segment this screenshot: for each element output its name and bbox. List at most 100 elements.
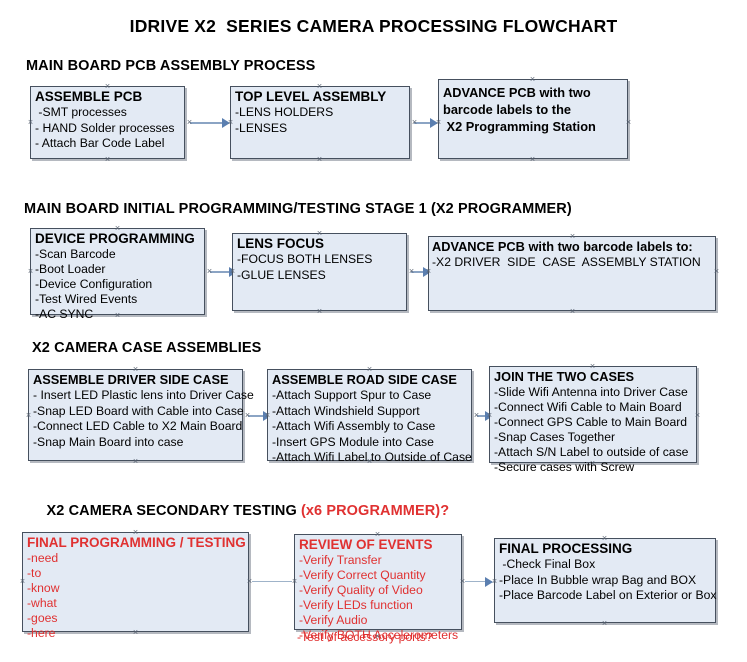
connector-line	[248, 415, 270, 417]
flow-box-assemble-pcb[interactable]: ASSEMBLE PCB -SMT processes - HAND Solde…	[30, 86, 185, 159]
flow-box-advance-pcb-driver-side-case[interactable]: ADVANCE PCB with two barcode labels to: …	[428, 236, 716, 311]
flow-box-assemble-driver-side-case[interactable]: ASSEMBLE DRIVER SIDE CASE - Insert LED P…	[28, 369, 254, 461]
connection-handle[interactable]	[27, 268, 34, 275]
connection-handle[interactable]	[316, 156, 323, 163]
flow-box-line: -Verify BOTH Accelerometers	[299, 628, 459, 642]
flow-box-line: -FOCUS BOTH LENSES	[237, 252, 373, 266]
flow-box-top-level-assembly[interactable]: TOP LEVEL ASSEMBLY -LENS HOLDERS -LENSES	[230, 86, 410, 159]
connection-handle[interactable]	[601, 620, 608, 627]
connection-handle[interactable]	[486, 412, 493, 419]
connection-handle[interactable]	[104, 83, 111, 90]
connection-handle[interactable]	[316, 230, 323, 237]
connection-handle[interactable]	[374, 531, 381, 538]
flow-box-assemble-road-side-case[interactable]: ASSEMBLE ROAD SIDE CASE -Attach Support …	[267, 369, 472, 464]
flow-box-line: - Insert LED Plastic lens into Driver Ca…	[33, 388, 254, 402]
flow-box-device-programming[interactable]: DEVICE PROGRAMMING -Scan Barcode -Boot L…	[30, 228, 205, 321]
flow-box-line: -Device Configuration	[35, 277, 153, 291]
section-heading-camera-case-assemblies: X2 CAMERA CASE ASSEMBLIES	[32, 340, 262, 356]
flow-box-line: -Boot Loader	[35, 262, 106, 276]
connection-handle[interactable]	[366, 366, 373, 373]
connection-handle[interactable]	[713, 268, 720, 275]
connection-handle[interactable]	[529, 156, 536, 163]
flow-box-title: ASSEMBLE DRIVER SIDE CASE	[33, 372, 229, 387]
flow-box-line: -Slide Wifi Antenna into Driver Case	[494, 385, 688, 399]
connection-handle[interactable]	[104, 156, 111, 163]
connection-handle[interactable]	[186, 119, 193, 126]
connector-line	[411, 271, 429, 273]
connection-handle[interactable]	[473, 412, 480, 419]
page-title: IDRIVE X2 SERIES CAMERA PROCESSING FLOWC…	[129, 16, 618, 36]
connector-line	[210, 271, 235, 273]
connection-handle[interactable]	[25, 412, 32, 419]
flow-box-line: -Attach Wifi Label to Outside of Case	[272, 450, 472, 464]
flow-box-title: ASSEMBLE PCB	[35, 89, 143, 104]
flow-box-advance-pcb-programming-station[interactable]: ADVANCE PCB with two barcode labels to t…	[438, 79, 628, 159]
connection-handle[interactable]	[291, 578, 298, 585]
connection-handle[interactable]	[491, 578, 498, 585]
connection-handle[interactable]	[227, 119, 234, 126]
connection-handle[interactable]	[132, 366, 139, 373]
connection-handle[interactable]	[132, 629, 139, 636]
flow-box-title: DEVICE PROGRAMMING	[35, 231, 195, 246]
connection-handle[interactable]	[589, 460, 596, 467]
flow-box-final-programming-testing[interactable]: FINAL PROGRAMMING / TESTING -need -to -k…	[22, 532, 249, 640]
flow-box-line: -Snap Cases Together	[494, 430, 616, 444]
connection-handle[interactable]	[569, 308, 576, 315]
flow-box-line: -LENSES	[235, 120, 288, 135]
section-heading-main-board-pcb-assembly: MAIN BOARD PCB ASSEMBLY PROCESS	[26, 58, 316, 74]
flow-box-lens-focus[interactable]: LENS FOCUS -FOCUS BOTH LENSES -GLUE LENS…	[232, 233, 407, 311]
connection-handle[interactable]	[408, 268, 415, 275]
flow-box-review-of-events[interactable]: REVIEW OF EVENTS -Verify Transfer -Verif…	[294, 534, 462, 642]
flow-box-line: -Verify Audio	[299, 613, 368, 627]
connection-handle[interactable]	[435, 119, 442, 126]
connection-handle[interactable]	[694, 412, 701, 419]
flow-box-line: - Attach Bar Code Label	[35, 136, 165, 150]
connection-handle[interactable]	[229, 268, 236, 275]
connection-handle[interactable]	[529, 76, 536, 83]
connection-handle[interactable]	[244, 412, 251, 419]
connection-handle[interactable]	[316, 308, 323, 315]
connection-handle[interactable]	[374, 633, 381, 640]
flow-box-line: -Verify Transfer	[299, 553, 382, 567]
section-heading-accent: (x6 PROGRAMMER)?	[300, 503, 450, 519]
connection-handle[interactable]	[601, 535, 608, 542]
connection-handle[interactable]	[569, 233, 576, 240]
flow-box-title: REVIEW OF EVENTS	[299, 537, 433, 552]
connection-handle[interactable]	[264, 412, 271, 419]
connection-handle[interactable]	[206, 268, 213, 275]
flow-box-line: -Attach Wifi Assembly to Case	[272, 419, 436, 433]
connector-line	[252, 581, 292, 582]
flow-box-line: -Attach S/N Label to outside of case	[494, 445, 689, 459]
connection-handle[interactable]	[589, 363, 596, 370]
connection-handle[interactable]	[425, 268, 432, 275]
flow-box-title: JOIN THE TWO CASES	[494, 369, 635, 384]
connection-handle[interactable]	[114, 225, 121, 232]
connection-handle[interactable]	[625, 119, 632, 126]
flow-box-line: -Place Barcode Label on Exterior or Box	[499, 588, 717, 602]
connection-handle[interactable]	[114, 312, 121, 319]
flow-box-line: -to	[27, 566, 42, 580]
connection-handle[interactable]	[411, 119, 418, 126]
connection-handle[interactable]	[366, 458, 373, 465]
flow-box-title: LENS FOCUS	[237, 236, 325, 251]
flow-box-line: -LENS HOLDERS	[235, 105, 334, 119]
connection-handle[interactable]	[132, 458, 139, 465]
flow-box-line: -Verify LEDs function	[299, 598, 413, 612]
flow-box-line: -Snap LED Board with Cable into Case	[33, 403, 244, 418]
flow-box-line: -Verify Quality of Video	[299, 583, 423, 597]
connection-handle[interactable]	[27, 119, 34, 126]
connector-line	[465, 581, 492, 582]
flow-box-line: -Attach Windshield Support	[272, 403, 420, 418]
flow-box-join-the-two-cases[interactable]: JOIN THE TWO CASES -Slide Wifi Antenna i…	[489, 366, 697, 474]
connection-handle[interactable]	[132, 529, 139, 536]
connection-handle[interactable]	[316, 83, 323, 90]
connection-handle[interactable]	[19, 578, 26, 585]
flow-box-line: -Snap Main Board into case	[33, 434, 184, 449]
flow-box-title: FINAL PROGRAMMING / TESTING	[27, 535, 246, 550]
flow-box-final-processing[interactable]: FINAL PROCESSING -Check Final Box -Place…	[494, 538, 716, 623]
flow-box-title: ADVANCE PCB with two barcode labels to t…	[443, 85, 596, 134]
flow-box-title: FINAL PROCESSING	[499, 541, 633, 556]
flow-box-line: -X2 DRIVER SIDE CASE ASSEMBLY STATION	[432, 255, 701, 269]
connector-arrow-icon	[430, 118, 438, 128]
